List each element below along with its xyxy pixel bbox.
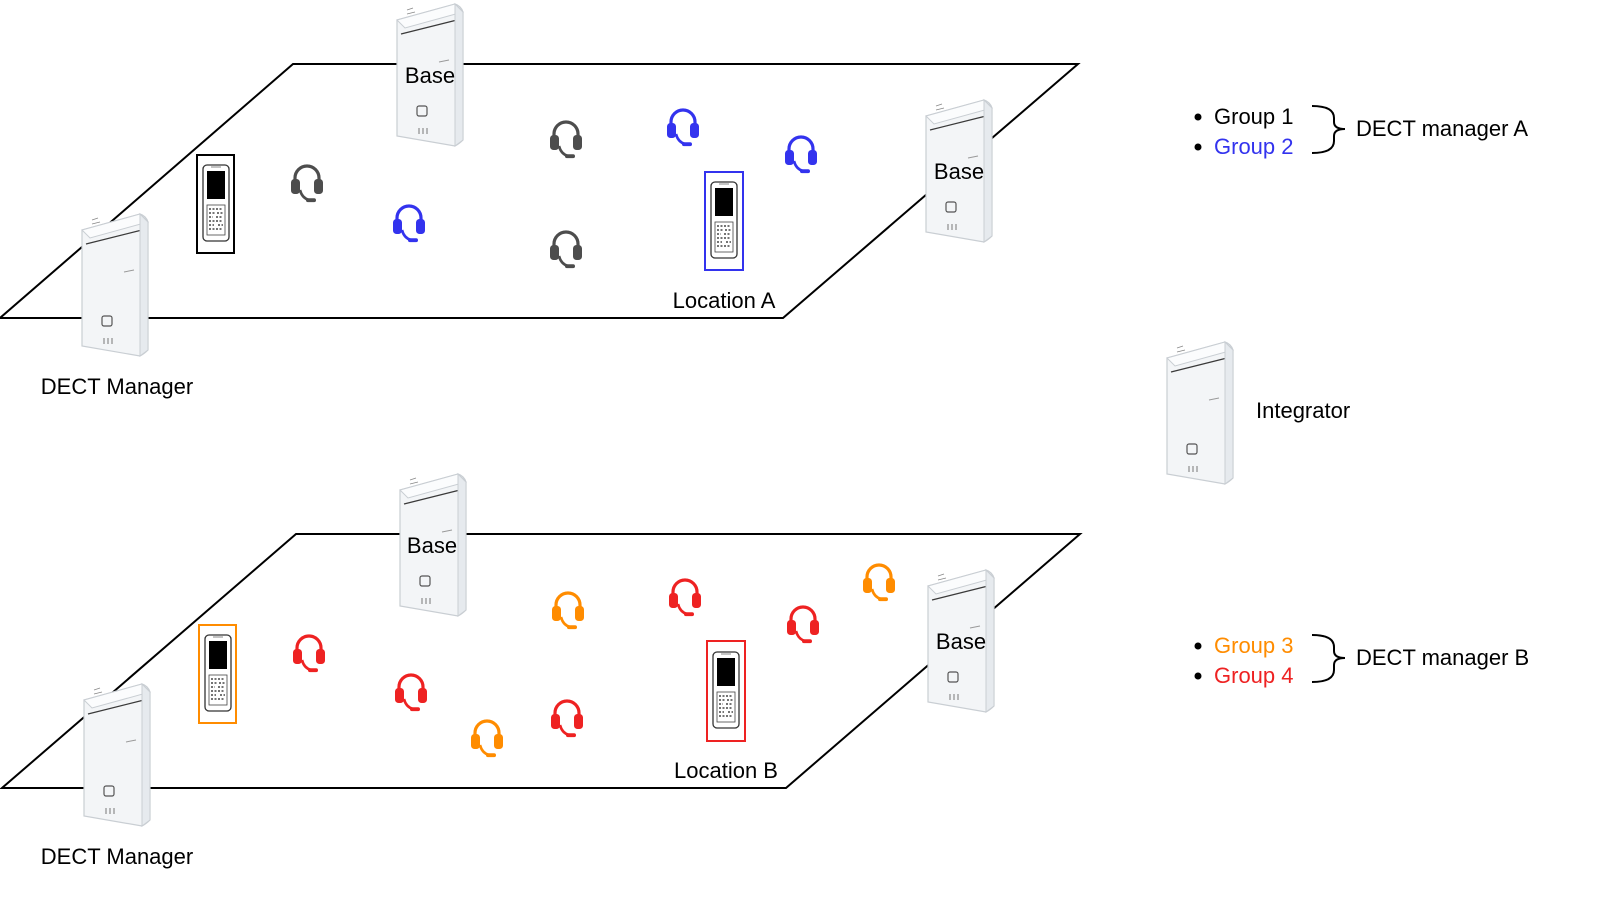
headset-b-red-5[interactable] <box>785 605 821 645</box>
headset-a-gray-1[interactable] <box>289 164 325 204</box>
handset-a-group2[interactable] <box>710 181 738 259</box>
legend-a: Group 1 Group 2 DECT manager A <box>1194 104 1528 159</box>
handset-b-group3[interactable] <box>204 634 232 712</box>
location-b-floor <box>0 533 1083 789</box>
legend-b: Group 3 Group 4 DECT manager B <box>1194 633 1529 688</box>
legend-manager-b: DECT manager B <box>1356 645 1529 670</box>
legend-group-4: Group 4 <box>1214 663 1294 688</box>
location-a-group: Base Base DECT Manager Location A <box>0 3 1081 399</box>
location-a-floor <box>0 63 1081 319</box>
base-label-b2: Base <box>936 629 986 654</box>
legend-group-3: Group 3 <box>1214 633 1294 658</box>
location-a-label: Location A <box>673 288 776 313</box>
bullet-icon <box>1194 672 1202 680</box>
dect-manager-label-a: DECT Manager <box>41 374 193 399</box>
headset-b-orange-1[interactable] <box>550 591 586 631</box>
dect-manager-label-b: DECT Manager <box>41 844 193 869</box>
integrator-label: Integrator <box>1256 398 1350 423</box>
dect-manager-b[interactable] <box>83 683 151 827</box>
dect-manager-a[interactable] <box>81 213 149 357</box>
headset-b-red-3[interactable] <box>549 699 585 739</box>
location-b-label: Location B <box>674 758 778 783</box>
phone-frame-a-group2 <box>704 171 744 271</box>
legend-group-1: Group 1 <box>1214 104 1294 129</box>
phone-frame-a-group1 <box>196 154 235 254</box>
integrator-device[interactable] <box>1166 341 1234 485</box>
bullet-icon <box>1194 143 1202 151</box>
brace-icon <box>1311 634 1346 683</box>
base-label-a1: Base <box>405 63 455 88</box>
brace-icon <box>1311 105 1346 154</box>
handset-b-group4[interactable] <box>712 651 740 729</box>
legend-manager-a: DECT manager A <box>1356 116 1528 141</box>
headset-b-orange-3[interactable] <box>861 563 897 603</box>
legend-group-2: Group 2 <box>1214 134 1294 159</box>
bullet-icon <box>1194 113 1202 121</box>
headset-b-red-4[interactable] <box>667 578 703 618</box>
bullet-icon <box>1194 642 1202 650</box>
headset-b-red-1[interactable] <box>291 634 327 674</box>
headset-b-orange-2[interactable] <box>469 719 505 759</box>
headset-a-gray-2[interactable] <box>548 120 584 160</box>
headset-a-blue-1[interactable] <box>391 204 427 244</box>
base-label-a2: Base <box>934 159 984 184</box>
phone-frame-b-group4 <box>706 640 746 742</box>
handset-a-group1[interactable] <box>202 164 230 242</box>
phone-frame-b-group3 <box>198 624 237 724</box>
headset-a-blue-2[interactable] <box>665 108 701 148</box>
location-b-group: Base Base DECT Manager Location B <box>0 473 1083 869</box>
headset-a-blue-3[interactable] <box>783 135 819 175</box>
headset-a-gray-3[interactable] <box>548 230 584 270</box>
base-label-b1: Base <box>407 533 457 558</box>
headset-b-red-2[interactable] <box>393 673 429 713</box>
